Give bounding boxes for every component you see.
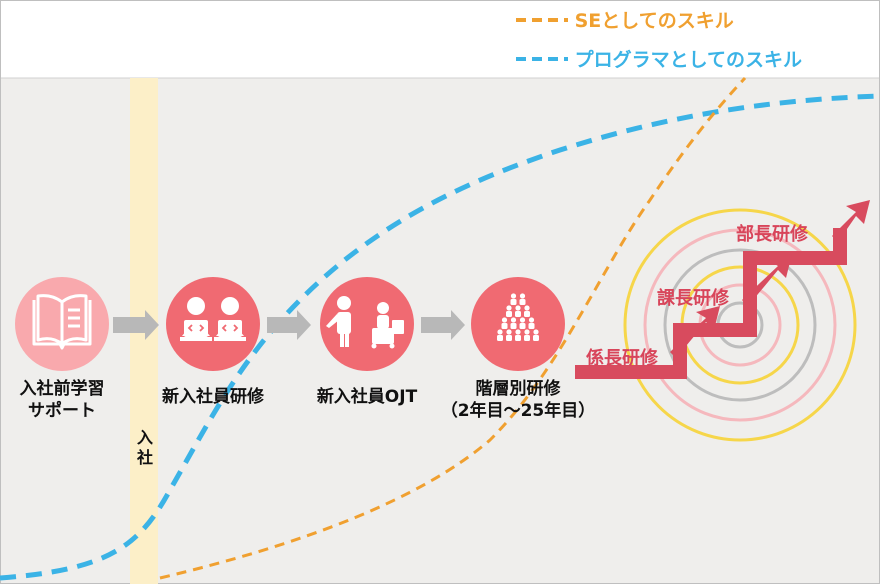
pyramid-person-body [497,335,503,341]
flow-arrows [113,310,465,340]
pyramid-person-body [515,311,521,317]
flow-arrow-2 [267,310,311,340]
pyramid-person-head [519,293,526,299]
pyramid-person-head [524,329,530,335]
pyramid-person-head [524,305,530,311]
legend-programmer: プログラマとしてのスキル [516,45,802,72]
pyramid-person-head [528,317,535,323]
entry-label-vertical: 入社 [135,428,155,468]
pyramid-person-body [506,311,512,317]
pyramid-person-head [506,305,512,311]
pyramid-person-body [533,335,539,341]
pyramid-person-body [515,335,521,341]
step-label-3: 新入社員OJT [302,386,432,408]
legend-programmer-swatch [516,56,568,61]
pyramid-person-body [524,335,530,341]
pyramid-person-head [515,329,521,335]
pyramid-person-head [519,317,526,323]
step-label-4: 階層別研修 （2年目～25年目） [428,378,608,422]
pyramid-person-head [506,329,512,335]
step-label-1: 入社前学習 サポート [2,378,122,422]
step-3-line1: 新入社員OJT [316,387,418,407]
step-circle-2 [166,277,260,371]
management-step-arrow [575,228,847,379]
entry-label-char-1: 入 [136,428,153,447]
entry-label-char-2: 社 [136,448,153,467]
step-2-line1: 新入社員研修 [162,387,264,407]
book-icon [32,294,92,350]
step-1-line2: サポート [28,401,96,421]
pyramid-person-body [501,323,508,329]
management-label-2: 課長研修 [657,288,729,309]
legend-programmer-label: プログラマとしてのスキル [574,49,803,71]
step-1-line1: 入社前学習 [19,379,105,399]
step-4-line2: （2年目～25年目） [440,401,596,421]
management-label-1: 係長研修 [586,348,658,369]
step-4-line1: 階層別研修 [475,379,561,399]
management-label-3: 部長研修 [736,224,808,245]
pyramid-person-body [519,323,526,329]
pyramid-person-head [510,317,517,323]
legend-se-swatch [516,17,568,22]
se-skill-curve [159,76,747,580]
pyramid-person-head [533,329,539,335]
management-arrow-heads [670,200,870,358]
pyramid-person-head [510,293,517,299]
flow-arrow-3 [421,310,465,340]
step-label-2: 新入社員研修 [148,386,278,408]
mentor-ojt-icon [326,296,404,349]
pyramid-person-body [510,299,517,305]
management-rings [623,208,857,442]
pyramid-person-body [528,323,535,329]
programmer-skill-curve [0,93,880,581]
pyramid-person-body [519,299,526,305]
pyramid-person-body [510,323,517,329]
hierarchy-pyramid-icon [497,293,539,341]
pyramid-person-body [524,311,530,317]
entry-label: 入社 入社 [135,428,155,468]
pyramid-person-body [506,335,512,341]
legend-se-label: SEとしてのスキル [574,10,734,32]
pyramid-person-head [515,305,521,311]
step-circle-4 [471,277,565,371]
pyramid-person-head [497,329,503,335]
flow-arrow-1 [113,310,159,340]
legend-se: SEとしてのスキル [516,6,734,33]
pyramid-person-head [501,317,508,323]
legend-area [0,0,880,78]
